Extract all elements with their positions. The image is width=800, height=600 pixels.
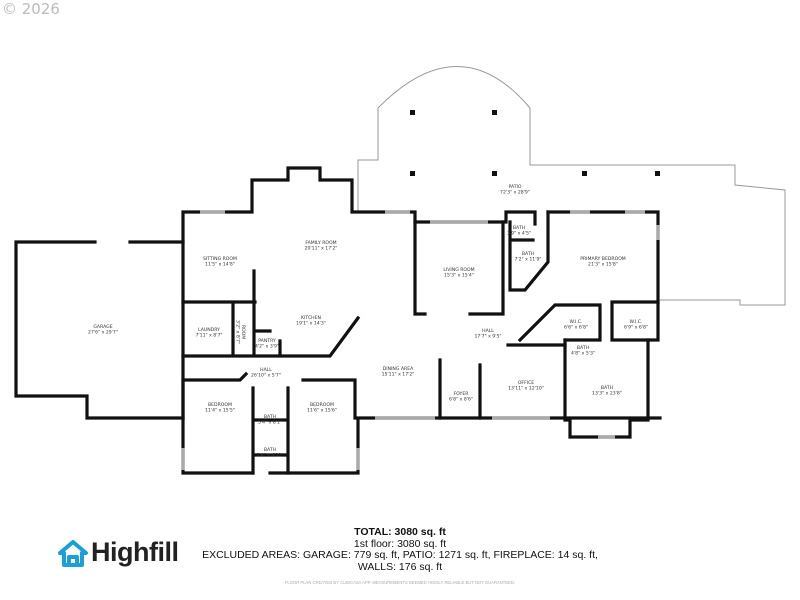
copyright: © 2026 — [2, 0, 60, 18]
total-area: TOTAL: 3080 sq. ft — [354, 526, 446, 538]
windows — [181, 210, 660, 470]
interior-walls — [181, 210, 660, 475]
first-floor-area: 1st floor: 3080 sq. ft — [353, 537, 447, 550]
brand-name: Highfill — [91, 537, 179, 567]
svg-text:W.I.C.6'6" x 6'8": W.I.C.6'6" x 6'8" — [564, 319, 588, 331]
excluded-areas: EXCLUDED AREAS: GARAGE: 779 sq. ft, PATI… — [202, 549, 598, 561]
patio-posts — [410, 110, 660, 176]
house-icon — [58, 539, 88, 567]
exterior-walls — [181, 166, 662, 475]
garage-walls — [14, 240, 185, 420]
brand-logo: Highfill — [58, 537, 179, 568]
svg-text:W.I.C.6'9" x 6'8": W.I.C.6'9" x 6'8" — [624, 319, 648, 331]
svg-text:ROOM3'2" x 8'7": ROOM3'2" x 8'7" — [235, 320, 247, 344]
area-summary: TOTAL: 3080 sq. ft 1st floor: 3080 sq. f… — [200, 526, 600, 573]
walls-area: WALLS: 176 sq. ft — [357, 560, 443, 573]
patio-outline — [357, 66, 786, 306]
disclaimer: FLOOR PLAN CREATED BY CUBICASA APP. MEAS… — [284, 580, 516, 585]
